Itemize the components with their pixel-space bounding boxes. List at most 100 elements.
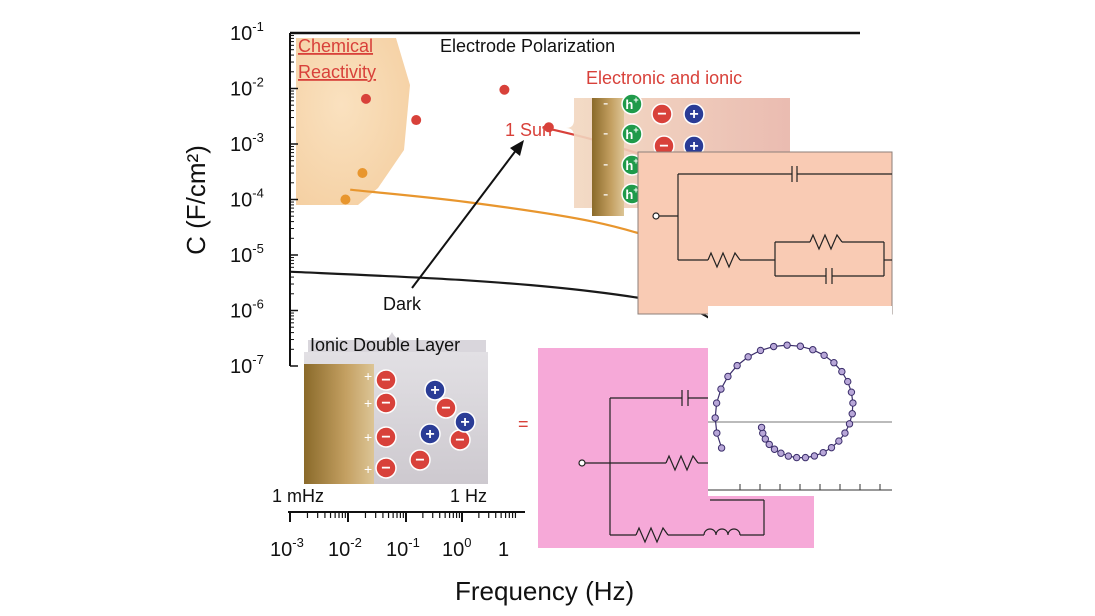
anion-glyph: − (415, 452, 424, 469)
label-chemical-2: Reactivity (298, 62, 376, 82)
nyquist-point (777, 449, 785, 457)
hole-symbol (621, 123, 643, 145)
anion-symbol (375, 426, 397, 448)
nyquist-point (845, 420, 854, 428)
stray-mark: = (518, 414, 529, 434)
nyquist-point (847, 388, 856, 396)
nyquist-point (849, 399, 857, 407)
anion-symbol (375, 457, 397, 479)
x-tick-label-4: 1 (498, 539, 509, 561)
y-ticks: 10-110-210-310-410-510-610-7 (230, 19, 298, 378)
hole-glyph: h+ (625, 156, 638, 173)
y-tick-label-4: 10-5 (230, 241, 264, 267)
label-electrode-polarization: Electrode Polarization (440, 36, 615, 56)
nyquist-point (844, 377, 852, 386)
y-tick-label-2: 10-3 (230, 130, 264, 156)
data-point-0 (360, 93, 371, 104)
cation-symbol (683, 103, 705, 125)
ionic-species: ++++−−−−−−−+++ (364, 368, 476, 479)
nyquist-point (744, 353, 752, 361)
nyquist-point (841, 429, 849, 437)
data-point-1 (411, 115, 422, 126)
anion-symbol (651, 103, 673, 125)
nyquist-point (712, 399, 721, 407)
anion-glyph: − (657, 106, 666, 123)
nyquist-point (769, 342, 778, 351)
nyquist-point (801, 453, 810, 462)
x-minor-ticks (289, 512, 517, 522)
chemical-reactivity-region (296, 38, 410, 205)
x-tick-label-0: 10-3 (270, 535, 304, 561)
hole-symbol (621, 93, 643, 115)
surface-charge: + (364, 429, 372, 445)
nyquist-point (783, 341, 791, 349)
label-dark: Dark (383, 294, 422, 314)
x-tick-label-3: 100 (442, 535, 471, 561)
nyquist-point (713, 429, 721, 437)
x-tick-label-1: 10-2 (328, 535, 362, 561)
nyquist-point (838, 367, 846, 376)
label-electronic-ionic: Electronic and ionic (586, 68, 742, 88)
arrow-head (510, 140, 524, 156)
label-range-high: 1 Hz (450, 486, 487, 506)
surface-charge: - (603, 95, 608, 112)
label-ionic-double-layer: Ionic Double Layer (310, 335, 460, 355)
anion-glyph: − (659, 138, 668, 155)
dark-to-sun-arrow (411, 144, 521, 289)
nyquist-point (733, 361, 741, 370)
data-point-5 (340, 194, 351, 205)
cation-symbol (424, 379, 446, 401)
nyquist-point (770, 445, 779, 453)
y-tick-label-1: 10-2 (230, 75, 264, 101)
anion-glyph: − (455, 432, 464, 449)
nyquist-point (759, 429, 767, 437)
nyquist-point (717, 385, 725, 393)
label-range-low: 1 mHz (272, 486, 324, 506)
nyquist-point (819, 448, 827, 457)
x-tick-label-2: 10-1 (386, 535, 420, 561)
cation-glyph: + (689, 106, 698, 123)
surface-charge: + (364, 461, 372, 477)
label-chemical-1: Chemical (298, 36, 373, 56)
nyquist-inset (708, 306, 892, 496)
nyquist-point (711, 414, 719, 422)
data-point-3 (543, 122, 554, 133)
hole-glyph: h+ (625, 95, 638, 112)
nyquist-point (724, 372, 732, 381)
anion-glyph: − (441, 400, 450, 417)
nyquist-point (827, 443, 836, 452)
nyquist-point (757, 423, 766, 432)
anion-glyph: − (381, 429, 390, 446)
surface-charge: + (364, 395, 372, 411)
surface-charge: - (603, 125, 608, 142)
hole-glyph: h+ (625, 125, 638, 142)
y-axis-title: C (F/cm²) (181, 145, 211, 255)
x-axis-title: Frequency (Hz) (455, 576, 634, 606)
anion-symbol (409, 449, 431, 471)
label-one-sun: 1 Sun (505, 120, 552, 140)
nyquist-point (717, 444, 726, 452)
circuit-inset-1 (637, 151, 893, 315)
nyquist-points (711, 341, 857, 462)
nyquist-point (809, 346, 817, 354)
data-point-4 (357, 168, 368, 179)
nyquist-point (810, 452, 819, 460)
electronic-species: h+h+h+h+----−+−+ (603, 93, 705, 205)
y-tick-label-6: 10-7 (230, 352, 264, 378)
nyquist-point (765, 440, 773, 449)
anion-glyph: − (381, 460, 390, 477)
nyquist-point (835, 437, 843, 445)
x-ticks: 10-3 10-2 10-1 100 1 (270, 535, 509, 561)
y-tick-label-5: 10-6 (230, 297, 264, 323)
surface-charge: - (603, 186, 608, 203)
anion-glyph: − (381, 372, 390, 389)
surface-charge: + (364, 368, 372, 384)
x-axis: 1 mHz 1 Hz 10-3 10-2 10-1 100 1 Frequency (H… (270, 486, 634, 606)
cation-symbol (454, 411, 476, 433)
nyquist-point (756, 346, 765, 355)
ionic-double-layer-inset: Ionic Double Layer ++++−−−−−−−+++ (304, 332, 488, 484)
anion-symbol (375, 392, 397, 414)
nyquist-point (784, 452, 793, 460)
points-layer (340, 84, 554, 205)
